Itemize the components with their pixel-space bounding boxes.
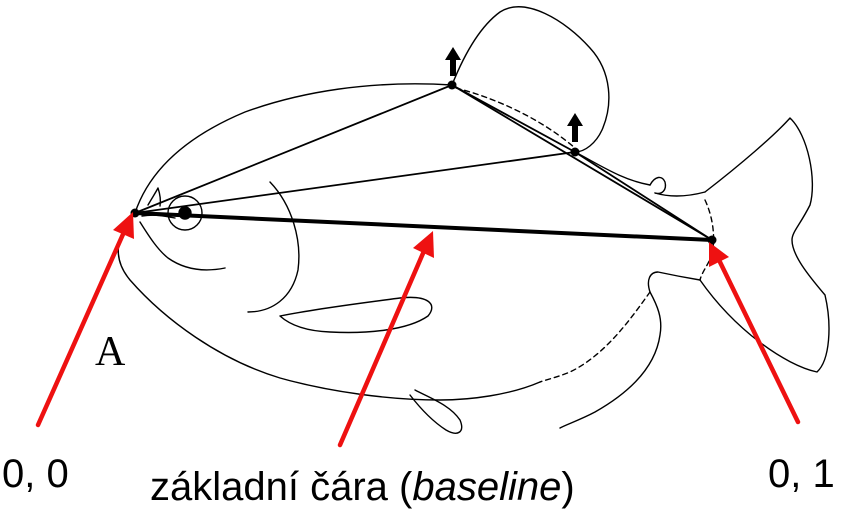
line-dorsal-to-tail [452,85,712,240]
pectoral-fin [280,297,432,332]
baseline-line [135,213,712,240]
end-label: 0, 1 [768,452,835,496]
line-adipose-to-tail [575,152,712,240]
dorsal-fin [452,7,609,152]
baseline-label-italic: baseline [412,465,561,509]
panel-letter: A [95,329,126,375]
operculum-line [248,182,299,312]
pointer-baseline-shaft [340,251,424,445]
baseline-label: základní čára (baseline) [150,465,575,509]
landmark-adipose [571,148,580,157]
up-arrow-icon [445,47,461,76]
origin-label: 0, 0 [2,452,69,496]
landmarks [131,81,717,245]
landmark-tail [708,236,717,245]
baseline-label-suffix: ) [561,465,574,509]
up-arrow-icon [567,113,583,142]
fish-outline [118,7,829,433]
pointer-end-shaft [719,260,798,422]
belly [118,213,540,400]
landmark-dorsal-origin [448,81,457,90]
red-pointer-arrows [38,212,798,445]
line-snout-to-dorsal [135,85,452,213]
caudal-fin [700,118,829,372]
adipose-fin [650,177,665,193]
measurement-lines [135,85,712,240]
baseline-label-prefix: základní čára ( [150,465,413,509]
anal-fin [560,272,700,428]
line-snout-to-adipose [135,152,575,213]
pelvic-fin [410,390,462,433]
anal-base-dashed [540,292,650,382]
